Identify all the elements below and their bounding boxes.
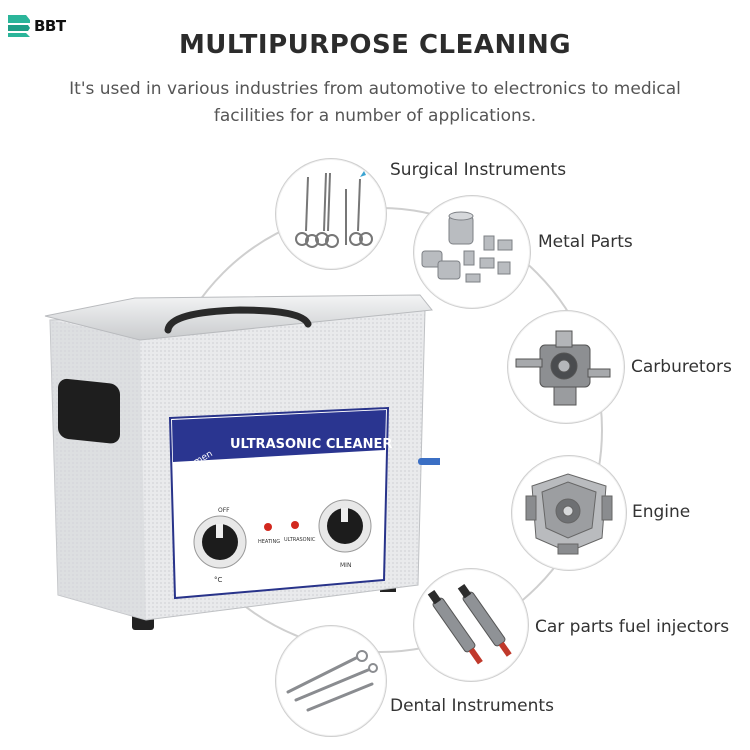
temp-unit-label: °C (214, 576, 223, 584)
ultrasonic-indicator-label: ULTRASONIC (284, 537, 316, 543)
panel-title: ULTRASONIC CLEANER (230, 437, 392, 452)
dental-instruments-label: Dental Instruments (390, 696, 554, 716)
carburetors-circle (507, 310, 625, 424)
timer-unit-label: MIN (340, 562, 351, 569)
engine-icon (525, 473, 613, 555)
engine-label: Engine (632, 502, 691, 522)
temp-knob-off-label: OFF (218, 507, 230, 514)
brand-logo: BBT (6, 12, 66, 40)
carburetor-icon (515, 330, 611, 406)
fuel-injectors-circle (413, 568, 529, 682)
page-subtitle: It's used in various industries from aut… (69, 79, 681, 126)
surgical-instruments-icon (295, 171, 373, 248)
surgical-instruments-circle (275, 158, 387, 270)
dental-instruments-circle (275, 625, 387, 737)
metal-parts-circle (413, 195, 531, 309)
dental-instruments-icon (286, 650, 378, 712)
fuel-injector-icon (427, 583, 512, 665)
metal-parts-label: Metal Parts (538, 232, 633, 252)
carburetors-label: Carburetors (631, 357, 732, 377)
metal-parts-icon (421, 211, 513, 283)
surgical-instruments-label: Surgical Instruments (390, 160, 567, 180)
heating-indicator-label: HEATING (258, 539, 280, 545)
ultrasonic-cleaner-image: ULTRASONIC CLEANER skymen HEATING ULTRAS… (40, 290, 446, 644)
logo-mark-icon (8, 15, 30, 37)
engine-circle (511, 455, 627, 571)
fuel-injectors-label: Car parts fuel injectors (535, 617, 730, 637)
page-title: MULTIPURPOSE CLEANING (178, 30, 572, 60)
logo-text: BBT (34, 17, 66, 35)
